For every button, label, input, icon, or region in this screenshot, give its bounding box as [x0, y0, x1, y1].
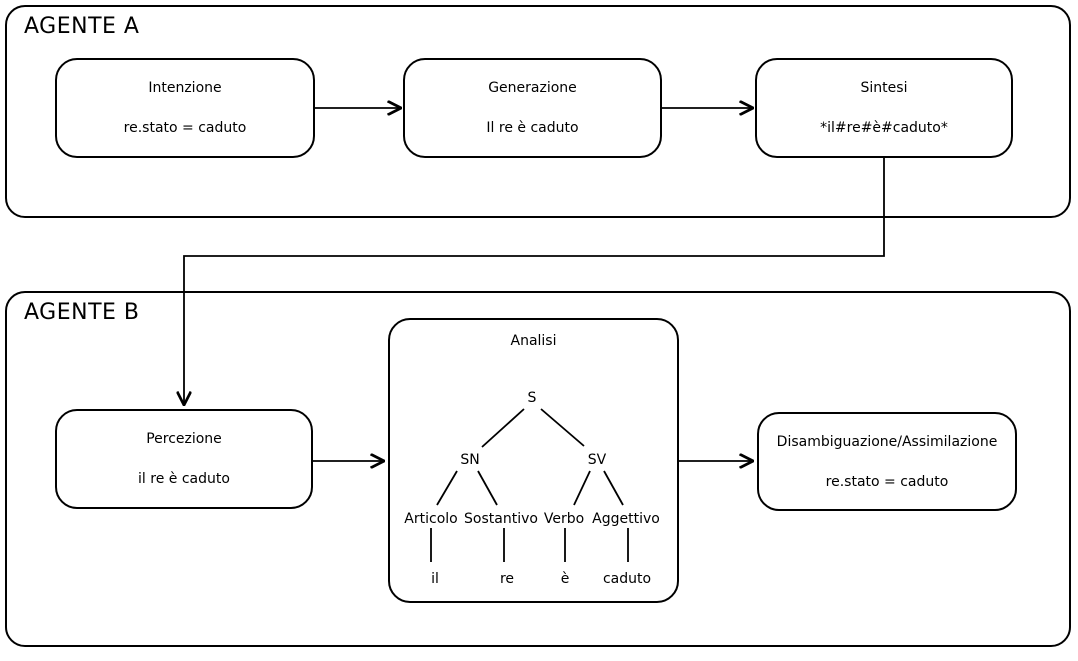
analisi-title: Analisi	[510, 333, 557, 349]
generazione-value: Il re è caduto	[486, 120, 579, 136]
tree-node-sn: SN	[460, 452, 480, 468]
tree-leaf-caduto: caduto	[602, 571, 652, 587]
tree-node-sostantivo: Sostantivo	[464, 511, 538, 527]
tree-node-sv: SV	[587, 452, 607, 468]
intenzione-box: Intenzione re.stato = caduto	[55, 58, 315, 158]
tree-node-verbo: Verbo	[543, 511, 585, 527]
agent-b-label: AGENTE B	[24, 300, 140, 325]
tree-node-aggettivo: Aggettivo	[592, 511, 660, 527]
percezione-title: Percezione	[146, 431, 222, 447]
tree-leaf-re: re	[499, 571, 515, 587]
generazione-title: Generazione	[488, 80, 577, 96]
agent-a-label: AGENTE A	[24, 14, 140, 39]
analisi-box: Analisi	[388, 318, 679, 603]
disambiguazione-title: Disambiguazione/Assimilazione	[776, 433, 998, 450]
generazione-box: Generazione Il re è caduto	[403, 58, 662, 158]
disambiguazione-value: re.stato = caduto	[825, 473, 949, 490]
sintesi-title: Sintesi	[860, 80, 908, 96]
percezione-value: il re è caduto	[138, 471, 230, 487]
intenzione-value: re.stato = caduto	[123, 120, 247, 136]
intenzione-title: Intenzione	[148, 80, 222, 96]
tree-node-s: S	[527, 390, 537, 406]
tree-leaf-il: il	[431, 571, 439, 587]
sintesi-value: *il#re#è#caduto*	[820, 120, 948, 136]
sintesi-box: Sintesi *il#re#è#caduto*	[755, 58, 1013, 158]
tree-leaf-e: è	[560, 571, 570, 587]
disambiguazione-box: Disambiguazione/Assimilazione re.stato =…	[757, 412, 1017, 511]
percezione-box: Percezione il re è caduto	[55, 409, 313, 509]
tree-node-articolo: Articolo	[404, 511, 458, 527]
